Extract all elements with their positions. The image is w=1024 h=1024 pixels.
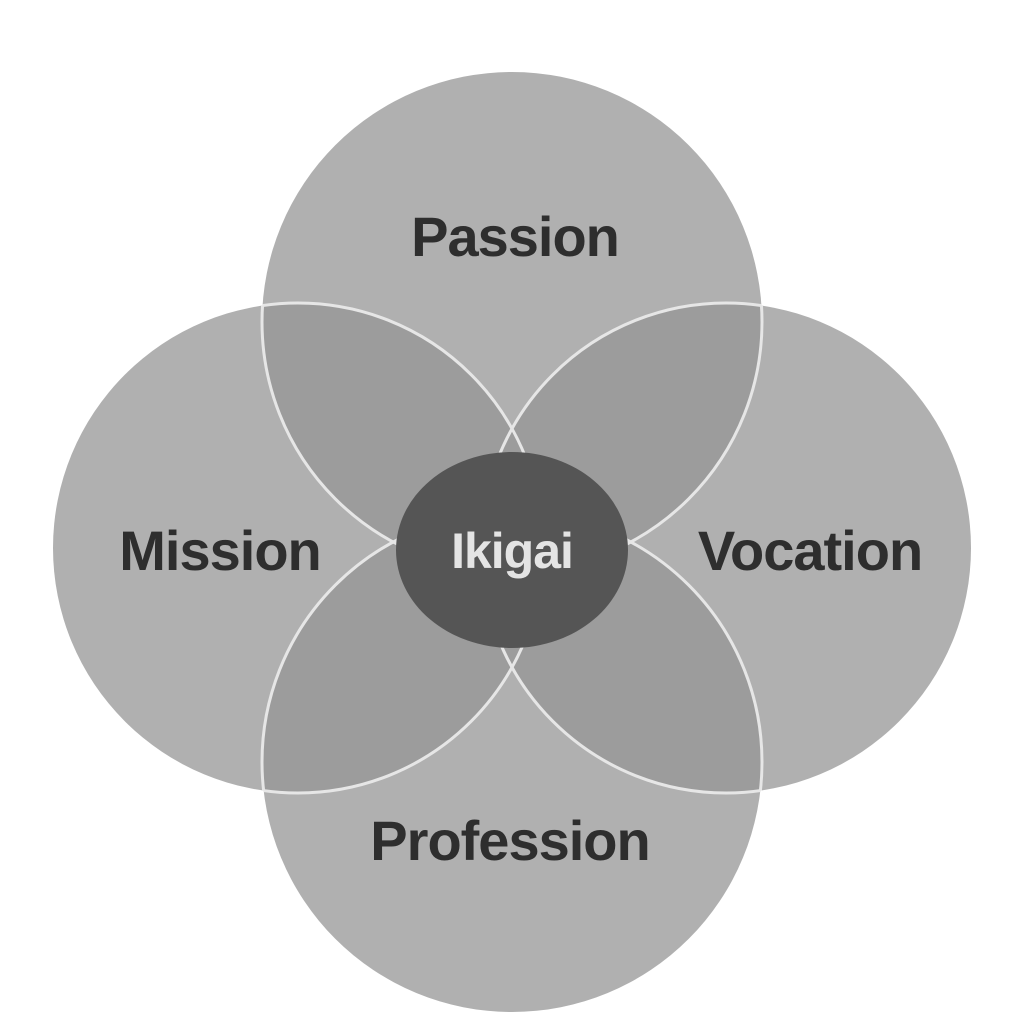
ikigai-label: Ikigai <box>451 523 573 579</box>
vocation-label: Vocation <box>698 519 922 582</box>
passion-label: Passion <box>411 205 619 268</box>
ikigai-center <box>396 452 628 648</box>
mission-label: Mission <box>119 519 320 582</box>
profession-label: Profession <box>370 809 649 872</box>
